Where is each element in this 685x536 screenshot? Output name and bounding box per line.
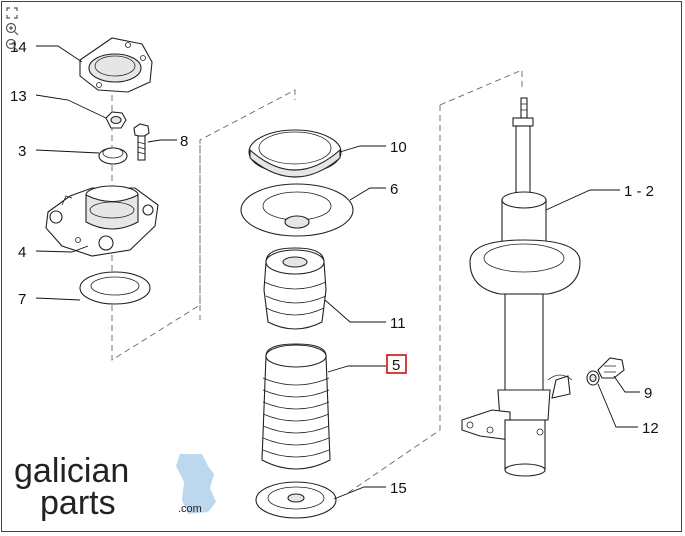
callout-5: 5 [392,357,400,374]
part-8-bolt[interactable] [133,123,150,161]
callout-5-highlight-box[interactable] [386,354,407,374]
fullscreen-icon [6,7,18,19]
part-14-upper-mount[interactable] [79,37,153,93]
callout-7: 7 [18,291,26,308]
part-9-bolt[interactable] [597,357,625,379]
callout-11: 11 [390,315,406,332]
callout-1-2: 1 - 2 [624,183,654,200]
part-10-spring-seat[interactable] [248,129,342,178]
galicia-map-shape [176,454,216,514]
part-12-nut[interactable] [586,370,600,386]
logo-suffix: .com [178,503,202,515]
zoom-out-button[interactable] [5,38,19,52]
part-5-dust-boot[interactable] [261,343,331,470]
part-11-bump-stop[interactable] [263,247,327,330]
fullscreen-button[interactable] [5,6,19,20]
part-7-seal-ring[interactable] [79,271,151,305]
logo-line-1: galician [14,452,129,490]
callout-3: 3 [18,143,26,160]
callout-8: 8 [180,133,188,150]
zoom-in-button[interactable] [5,22,19,36]
part-15-lower-seat[interactable] [255,481,337,519]
part-13-nut[interactable] [105,111,127,129]
callout-4: 4 [18,244,26,261]
group-outlines [111,45,523,496]
leader-lines [35,45,640,500]
callout-12: 12 [642,420,659,437]
galicianparts-logo: galician parts .com [14,452,216,522]
callout-9: 9 [644,385,652,402]
callout-labels: 14 13 3 8 4 7 10 6 11 5 15 1 - 2 9 12 [10,39,659,497]
callout-6: 6 [390,181,398,198]
callout-13: 13 [10,88,27,105]
callout-10: 10 [390,139,407,156]
logo-line-2: parts [40,484,116,522]
callout-15: 15 [390,480,407,497]
callout-14: 14 [10,39,27,56]
part-1-2-shock-absorber[interactable] [461,97,581,477]
part-6-spring-pad[interactable] [240,183,354,237]
part-4-bearing-housing[interactable] [45,185,159,257]
zoom-out-icon [5,38,19,52]
part-3-ring[interactable] [98,147,128,165]
zoom-in-icon [5,22,19,36]
